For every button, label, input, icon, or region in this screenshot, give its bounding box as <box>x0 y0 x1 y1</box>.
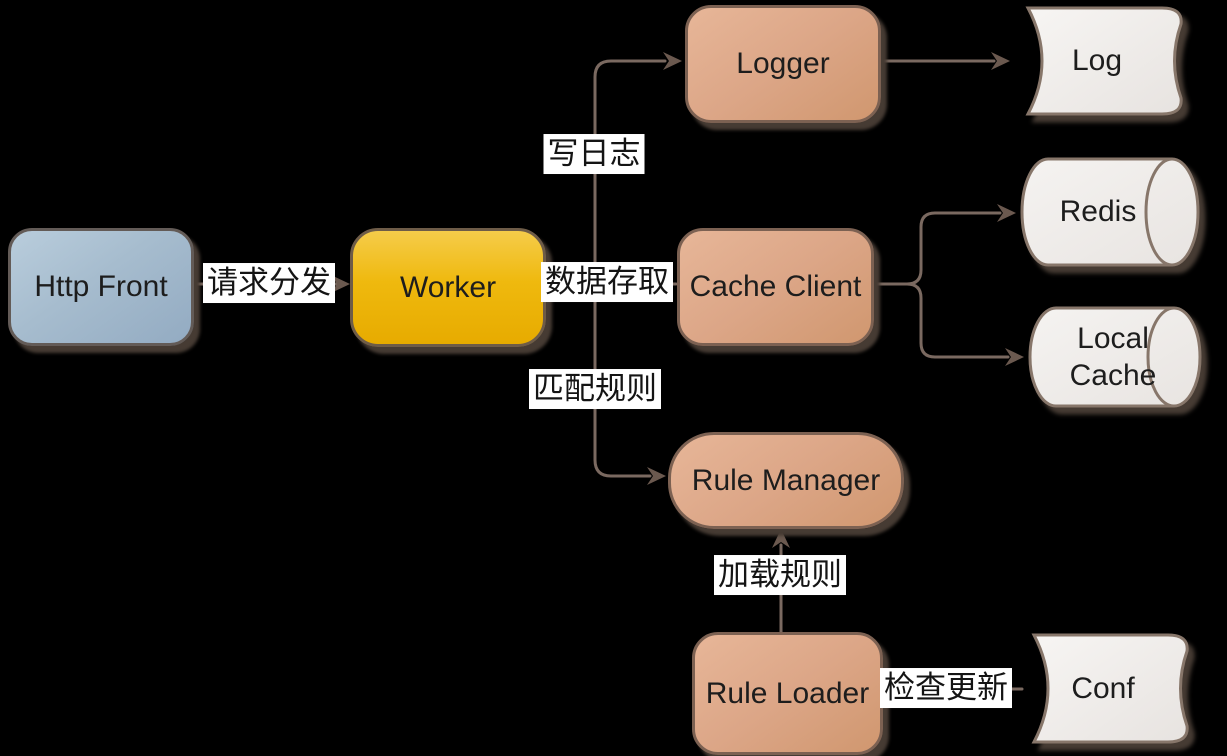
node-conf: Conf <box>1018 632 1198 745</box>
node-logger: Logger <box>685 5 881 123</box>
node-conf-label: Conf <box>1071 671 1135 705</box>
edge-match-rules-line <box>593 282 652 478</box>
stored-data-shape <box>1031 633 1189 744</box>
node-redis-label: Redis <box>1059 195 1137 229</box>
node-rule-manager: Rule Manager <box>668 432 904 529</box>
node-rule-manager-label: Rule Manager <box>691 463 881 497</box>
node-cache-client: Cache Client <box>677 228 874 346</box>
cylinder-shape <box>1028 306 1202 408</box>
node-log: Log <box>1012 5 1192 117</box>
node-http-front: Http Front <box>8 228 194 346</box>
edge-label-load-rules: 加载规则 <box>714 555 846 595</box>
node-redis: Redis <box>1018 156 1204 268</box>
node-worker-label: Worker <box>399 270 497 304</box>
node-local-cache: Local Cache <box>1026 305 1206 409</box>
edge-to-redis-line <box>866 211 1002 286</box>
node-rule-loader: Rule Loader <box>692 632 883 755</box>
node-http-front-label: Http Front <box>34 270 168 303</box>
arrowhead-into-redis <box>997 204 1016 222</box>
arrowhead-into-rule-manager <box>647 467 666 485</box>
node-rule-loader-label: Rule Loader <box>705 676 870 710</box>
arrowhead-into-logger <box>663 52 682 70</box>
edge-label-dispatch: 请求分发 <box>203 263 335 303</box>
edge-label-match-rules: 匹配规则 <box>529 369 661 409</box>
edge-label-check-update: 检查更新 <box>880 668 1012 708</box>
arrowhead-into-local-cache <box>1005 348 1024 366</box>
node-worker: Worker <box>350 228 546 347</box>
node-cache-client-label: Cache Client <box>689 270 862 303</box>
arrowhead-up-into-rule-manager <box>772 529 790 548</box>
stored-data-shape <box>1025 6 1183 116</box>
edge-label-data-access: 数据存取 <box>541 262 673 302</box>
node-local-cache-label: Local Cache <box>1069 321 1157 393</box>
arrowhead-into-log <box>991 52 1010 70</box>
cylinder-shape <box>1020 157 1200 267</box>
edge-label-write-log: 写日志 <box>543 134 645 174</box>
edge-to-local-cache-line <box>866 282 1010 359</box>
arrowhead-into-worker <box>331 275 350 293</box>
node-logger-label: Logger <box>736 47 830 80</box>
node-log-label: Log <box>1071 44 1123 78</box>
edge-write-log-line <box>593 59 667 286</box>
